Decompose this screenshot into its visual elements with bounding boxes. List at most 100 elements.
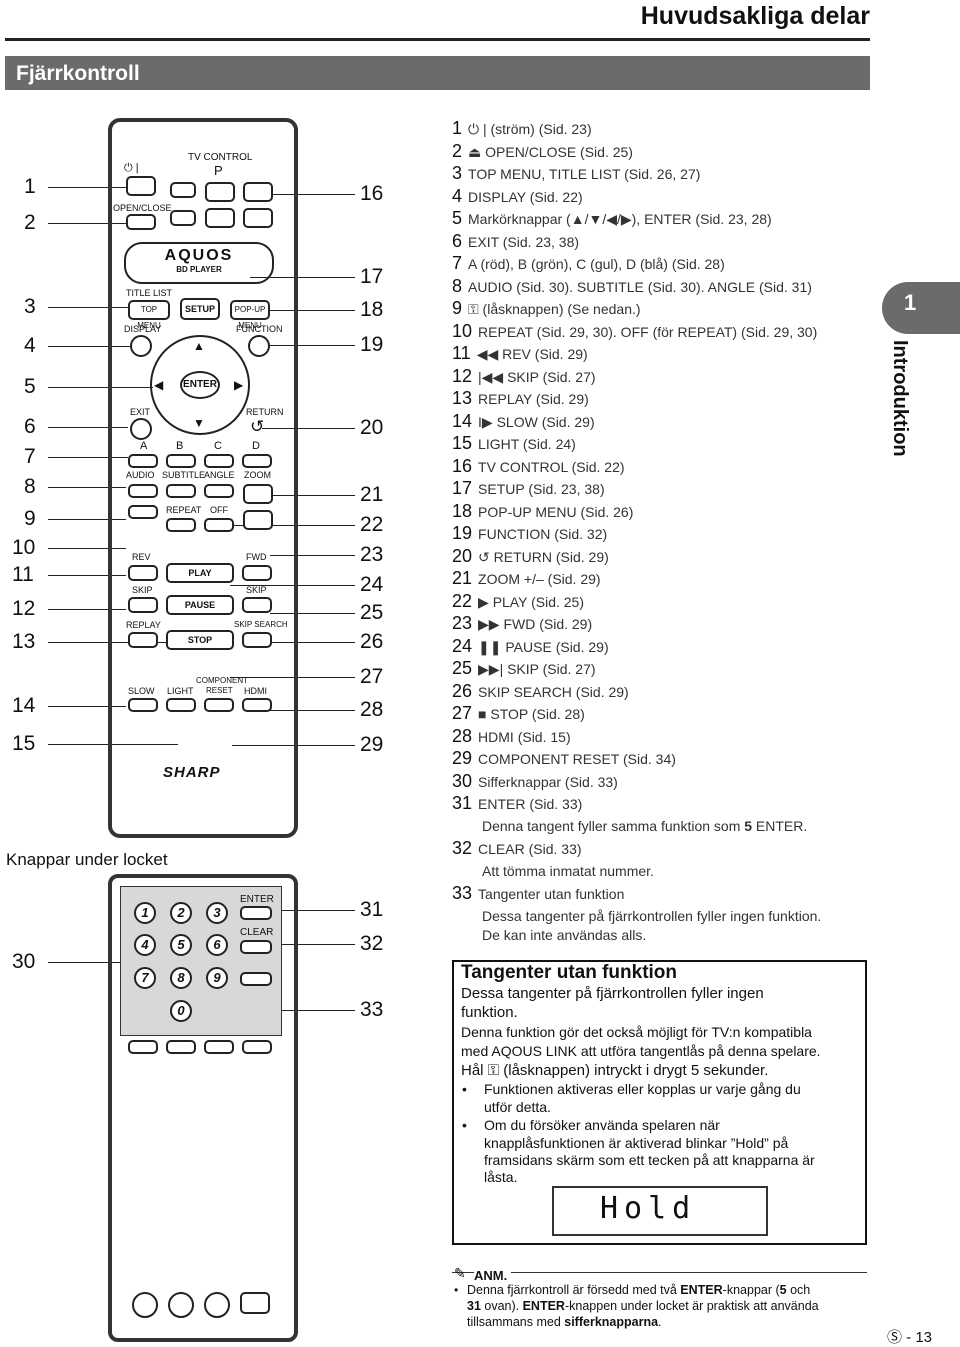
fwd-button[interactable] (242, 565, 272, 581)
item-text: ■ STOP (Sid. 28) (478, 706, 585, 722)
box-bullet-2b: knapplåsfunktionen är aktiverad blinkar … (484, 1135, 789, 1151)
exit-label: EXIT (130, 407, 151, 417)
skip-forward-button[interactable] (242, 597, 272, 613)
lid-clear-label: CLEAR (240, 927, 274, 938)
cursor-right-icon[interactable]: ▶ (234, 378, 244, 392)
lid-enter-button[interactable] (240, 906, 272, 920)
subtitle-button[interactable] (166, 484, 196, 498)
display-button[interactable] (130, 335, 152, 357)
d-button[interactable] (242, 454, 272, 468)
digit-6-button[interactable]: 6 (206, 934, 228, 956)
tv-volume-down-button[interactable] (243, 208, 273, 228)
aquos-button[interactable]: AQUOS BD PLAYER (124, 242, 274, 284)
zoom-minus-button[interactable] (243, 510, 273, 530)
angle-button[interactable] (204, 484, 234, 498)
digit-8-button[interactable]: 8 (170, 967, 192, 989)
top-menu-button[interactable]: TOP MENU (128, 300, 170, 330)
item-number: 17 (452, 478, 473, 498)
cursor-left-icon[interactable]: ◀ (154, 378, 164, 392)
clear-button[interactable] (240, 940, 272, 954)
item-20: 20 ↺ RETURN (Sid. 29) (452, 546, 609, 567)
open-close-button[interactable] (126, 214, 156, 230)
skip-back-button[interactable] (128, 597, 158, 613)
replay-button[interactable] (128, 632, 158, 648)
lock-button[interactable] (128, 505, 158, 519)
item-text: ↺ RETURN (Sid. 29) (478, 549, 609, 565)
play-button[interactable]: PLAY (166, 563, 234, 583)
power-button[interactable] (126, 176, 156, 196)
item-23: 23▶▶ FWD (Sid. 29) (452, 613, 592, 634)
item-number: 26 (452, 681, 473, 701)
item-number: 23 (452, 613, 473, 633)
item-number: 15 (452, 433, 473, 453)
c-button[interactable] (204, 454, 234, 468)
blank-button-5[interactable] (242, 1040, 272, 1054)
sub-33-line1: Dessa tangenter på fjärrkontrollen fylle… (482, 908, 822, 924)
enter-button[interactable]: ENTER (180, 371, 220, 399)
return-icon[interactable]: ↺ (250, 417, 265, 436)
setup-button[interactable]: SETUP (180, 298, 220, 320)
digit-2-button[interactable]: 2 (170, 902, 192, 924)
audio-button[interactable] (128, 484, 158, 498)
exit-button[interactable] (130, 418, 152, 440)
tv-input-button[interactable] (170, 182, 196, 198)
digit-5-button[interactable]: 5 (170, 934, 192, 956)
digit-1-button[interactable]: 1 (134, 902, 156, 924)
skip-back-label: SKIP (132, 585, 153, 595)
digit-7-button[interactable]: 7 (134, 967, 156, 989)
remote-back-body (108, 874, 298, 1342)
blank-button-3[interactable] (166, 1040, 196, 1054)
aquos-brand: AQUOS (164, 247, 234, 264)
item-number: 27 (452, 703, 473, 723)
digit-9-button[interactable]: 9 (206, 967, 228, 989)
item-text: HDMI (Sid. 15) (478, 729, 571, 745)
a-button[interactable] (128, 454, 158, 468)
zoom-plus-button[interactable] (243, 484, 273, 504)
tv-screen-button[interactable] (170, 210, 196, 226)
light-button[interactable] (166, 698, 196, 712)
digit-0-button[interactable]: 0 (170, 1000, 192, 1022)
cursor-pad[interactable] (150, 335, 250, 435)
replay-label: REPLAY (126, 620, 161, 630)
component-reset-button[interactable] (204, 698, 234, 712)
callout-15: 15 (12, 732, 36, 755)
hdmi-button[interactable] (242, 698, 272, 712)
d-label: D (252, 440, 260, 452)
tv-channel-down-button[interactable] (205, 208, 235, 228)
box-line-3: Denna funktion gör det också möjligt för… (461, 1024, 812, 1040)
off-button[interactable] (204, 518, 234, 532)
reset-label: RESET (206, 686, 233, 695)
function-button[interactable] (248, 335, 270, 357)
tv-channel-up-button[interactable] (205, 182, 235, 202)
cursor-down-icon[interactable]: ▼ (193, 416, 205, 430)
item-number: 20 (452, 546, 473, 566)
rev-button[interactable] (128, 565, 158, 581)
item-number: 12 (452, 366, 473, 386)
blank-button-2[interactable] (128, 1040, 158, 1054)
skip-search-button[interactable] (242, 632, 272, 648)
item-text: TV CONTROL (Sid. 22) (478, 459, 625, 475)
slow-button[interactable] (128, 698, 158, 712)
blank-button-1[interactable] (240, 972, 272, 986)
tv-volume-up-button[interactable] (243, 182, 273, 202)
box-bullet-1b: utför detta. (484, 1099, 551, 1115)
callout-6: 6 (24, 415, 36, 438)
stop-button[interactable]: STOP (166, 630, 234, 650)
blank-button-4[interactable] (204, 1040, 234, 1054)
item-22: 22▶ PLAY (Sid. 25) (452, 591, 584, 612)
repeat-button[interactable] (166, 518, 196, 532)
item-text: CLEAR (Sid. 33) (478, 841, 582, 857)
cursor-up-icon[interactable]: ▲ (193, 339, 205, 353)
b-button[interactable] (166, 454, 196, 468)
pause-button[interactable]: PAUSE (166, 595, 234, 615)
popup-menu-button[interactable]: POP-UP MENU (230, 300, 270, 330)
locket-label: Knappar under locket (6, 850, 168, 869)
digit-3-button[interactable]: 3 (206, 902, 228, 924)
subtitle-label: SUBTITLE (162, 470, 206, 480)
digit-4-button[interactable]: 4 (134, 934, 156, 956)
